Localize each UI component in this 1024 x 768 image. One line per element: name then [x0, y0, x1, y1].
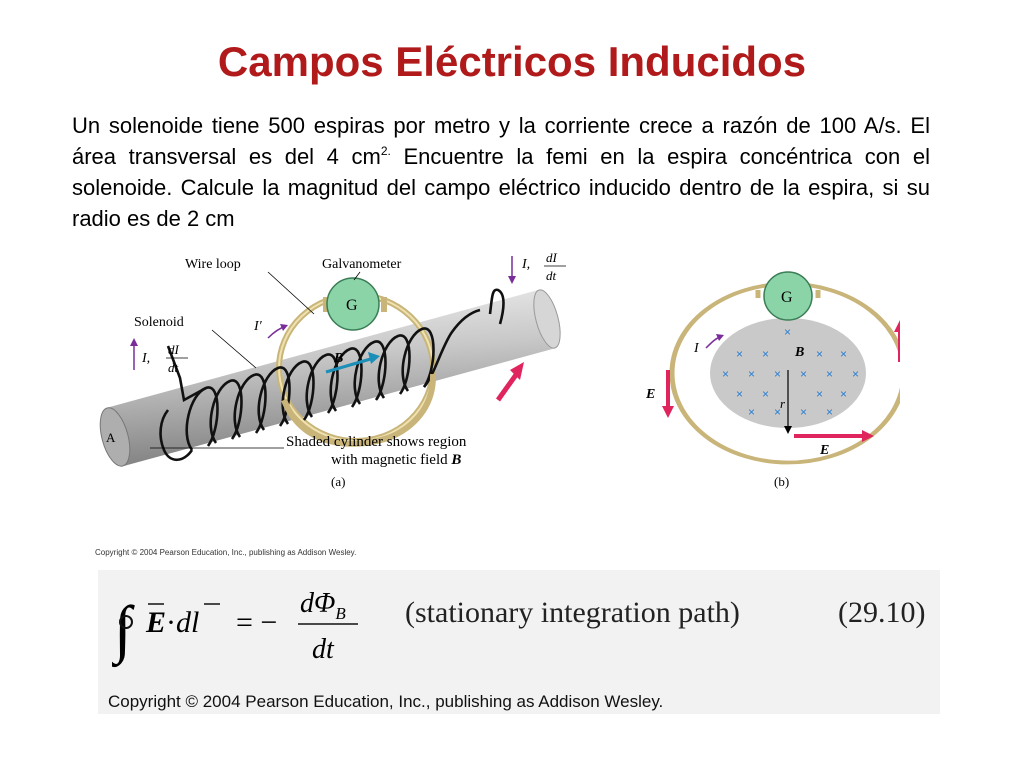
current-arrow-left-head — [130, 338, 138, 346]
current-arrow-b-head — [716, 334, 724, 341]
problem-superscript: 2. — [380, 144, 391, 158]
problem-text-part2: Encuentre la femi en la espira concéntri… — [72, 144, 930, 231]
current-label-b: I — [693, 341, 700, 356]
caption-line2: with magnetic field B — [331, 452, 461, 468]
copyright-large: Copyright © 2004 Pearson Education, Inc.… — [108, 692, 664, 711]
copyright-small: Copyright © 2004 Pearson Education, Inc.… — [95, 548, 357, 557]
field-b-arrow-line — [325, 356, 375, 374]
label-galvanometer: Galvanometer — [322, 257, 402, 272]
loop-current-label: I′ — [253, 319, 263, 334]
problem-text-part1: Un solenoide tiene 500 espiras por metro… — [72, 113, 930, 169]
current-label-right: I, — [521, 257, 530, 272]
svg-text:×: × — [852, 367, 859, 381]
contour-integral-symbol: ∫ — [112, 593, 135, 668]
caption-line1: Shaded cylinder shows region — [286, 434, 467, 450]
figure-a-solenoid: A G B I′ Wire loop Galvanometer Solen — [99, 250, 566, 489]
lhs-field: E — [145, 606, 166, 639]
leader-galvanometer — [353, 271, 361, 281]
cylinder-end-label: A — [106, 430, 116, 445]
efield-arrow-right-head — [894, 320, 900, 332]
svg-text:×: × — [840, 347, 847, 361]
efield-arrow-a-line — [495, 370, 521, 402]
galvanometer-a — [326, 277, 380, 331]
field-b-label-b: B — [794, 345, 804, 360]
equation-denominator: dt — [312, 634, 335, 665]
rate-den-right: dt — [546, 268, 557, 283]
radius-arrow-head — [784, 426, 792, 434]
equation-panel — [98, 570, 940, 714]
radius-label: r — [780, 396, 786, 411]
field-b-arrow-head — [368, 352, 380, 364]
svg-text:×: × — [736, 347, 743, 361]
contour-circle — [119, 615, 133, 629]
field-b-label-a: B — [333, 351, 343, 366]
lhs-dot: · — [166, 606, 176, 639]
efield-arrow-bottom-head — [862, 430, 874, 442]
cylinder-near-end — [99, 407, 131, 467]
svg-text:×: × — [826, 405, 833, 419]
problem-statement: Un solenoide tiene 500 espiras por metro… — [72, 110, 930, 234]
figure-b-cross-section: G ×××× ×××××× ×××× ×××× × B r I E E E (b… — [645, 271, 900, 489]
rate-den-left: dt — [168, 360, 179, 375]
label-wire-loop: Wire loop — [185, 257, 241, 272]
panel-label-b: (b) — [774, 474, 789, 489]
svg-text:×: × — [748, 405, 755, 419]
svg-text:×: × — [736, 387, 743, 401]
rate-num-right: dI — [546, 250, 558, 265]
svg-text:×: × — [800, 405, 807, 419]
leader-wire-loop — [267, 271, 315, 315]
svg-text:×: × — [762, 387, 769, 401]
numerator-text: dΦ — [300, 588, 335, 619]
rate-num-left: dI — [168, 342, 180, 357]
svg-text:×: × — [816, 347, 823, 361]
current-arrow-right-head — [508, 276, 516, 284]
svg-text:×: × — [748, 367, 755, 381]
efield-arrow-left-head — [662, 406, 674, 418]
equation-equals: = − — [236, 606, 277, 639]
field-crosses: ×××× ×××××× ×××× ×××× × — [722, 325, 859, 419]
cylinder-far-end — [533, 289, 561, 349]
svg-text:×: × — [800, 367, 807, 381]
solenoid-lead-right — [488, 288, 505, 325]
solenoid-coils — [159, 308, 481, 462]
label-solenoid: Solenoid — [134, 315, 184, 330]
caption-field-symbol: B — [450, 452, 461, 468]
efield-label-bottom: E — [819, 443, 829, 458]
equation-number: (29.10) — [838, 596, 926, 629]
galvanometer-a-label: G — [346, 297, 358, 314]
svg-text:×: × — [840, 387, 847, 401]
svg-text:×: × — [762, 347, 769, 361]
svg-text:×: × — [816, 387, 823, 401]
equation-lhs: E·dl — [145, 606, 199, 639]
current-label-left: I, — [141, 351, 150, 366]
lhs-dl: dl — [176, 606, 199, 639]
galvanometer-b-label: G — [781, 289, 793, 306]
svg-text:×: × — [774, 405, 781, 419]
svg-text:×: × — [774, 367, 781, 381]
leader-solenoid — [211, 329, 257, 369]
equation-note: (stationary integration path) — [405, 596, 740, 629]
equation-numerator: dΦB — [300, 588, 346, 623]
panel-label-a: (a) — [331, 474, 345, 489]
svg-text:×: × — [722, 367, 729, 381]
equation-expression: ∫ E·dl = − dΦB dt — [112, 588, 358, 668]
wire-loop-front — [281, 373, 437, 447]
svg-text:×: × — [826, 367, 833, 381]
slide-title: Campos Eléctricos Inducidos — [217, 38, 807, 85]
efield-label-left: E — [645, 387, 655, 402]
caption-line2-text: with magnetic field — [331, 452, 451, 468]
galvanometer-b — [763, 271, 813, 321]
loop-current-arrow-head — [280, 324, 288, 331]
numerator-subscript: B — [335, 604, 346, 623]
svg-text:×: × — [784, 325, 791, 339]
efield-arrow-a-head — [510, 362, 524, 380]
